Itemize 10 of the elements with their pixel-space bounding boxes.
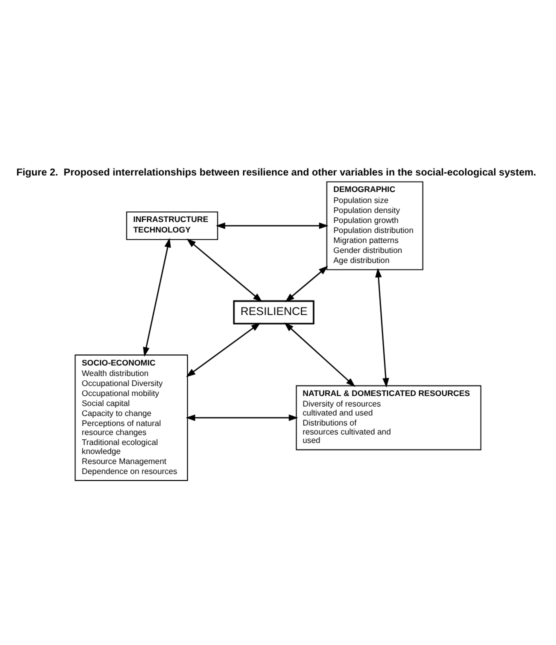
arrow [143,237,171,356]
arrow [284,322,356,386]
arrow [186,322,261,377]
arrow [216,222,328,229]
arrow [186,238,262,302]
arrow [375,268,390,388]
node-box: RESILIENCE [233,300,314,324]
diagram-title: Figure 2. Proposed interrelationships between resilience and other variables in the social-ecological system. [16,166,536,178]
arrow [186,414,298,421]
arrow [285,265,328,302]
